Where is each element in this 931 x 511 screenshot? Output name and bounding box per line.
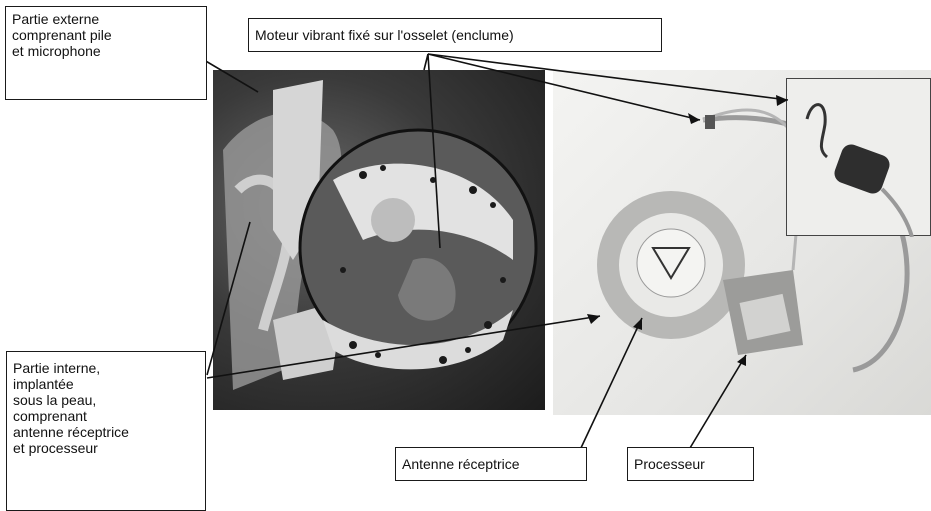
antenna-leader-line: [580, 318, 642, 450]
label-external-part: Partie externe comprenant pile et microp…: [5, 6, 207, 100]
label-internal-part: Partie interne, implantée sous la peau, …: [6, 351, 206, 511]
arrow-head-antenna: [633, 318, 642, 330]
motor-leader-line-inset: [428, 54, 788, 100]
internal-leader-line-lower: [207, 316, 600, 378]
motor-leader-line-device: [428, 54, 700, 120]
processor-leader-line: [690, 355, 746, 448]
external-leader-line: [204, 60, 258, 92]
internal-leader-line-upper: [207, 222, 250, 375]
motor-leader-line-ear: [428, 54, 440, 248]
arrow-head-device: [688, 113, 700, 124]
label-processor: Processeur: [627, 447, 754, 481]
arrow-head-inset: [776, 95, 788, 106]
arrow-head-processor: [737, 355, 746, 366]
label-receiving-antenna: Antenne réceptrice: [395, 447, 587, 481]
label-vibrating-motor: Moteur vibrant fixé sur l'osselet (enclu…: [248, 18, 662, 52]
